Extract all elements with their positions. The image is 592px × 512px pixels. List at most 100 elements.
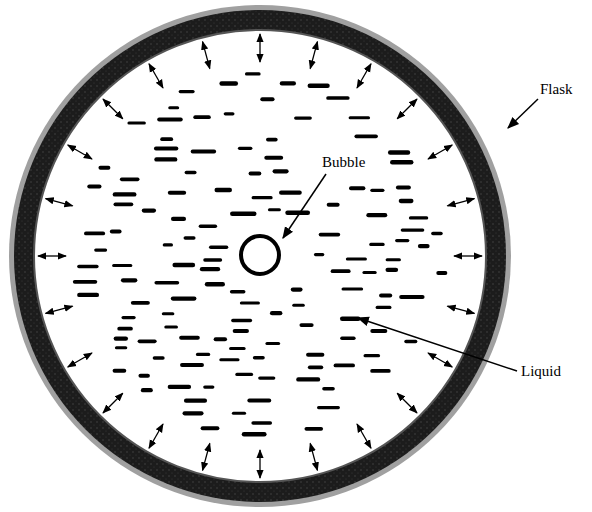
liquid-dash — [328, 96, 348, 100]
pressure-arrow — [357, 64, 371, 88]
liquid-dash — [333, 269, 349, 273]
liquid-dash — [116, 336, 126, 340]
liquid-dash — [116, 346, 125, 349]
pressure-arrows — [38, 34, 482, 478]
liquid-dash — [222, 81, 236, 85]
liquid-dash — [186, 399, 205, 403]
liquid-dash — [156, 281, 177, 285]
liquid-dash — [185, 236, 193, 240]
liquid-dash — [96, 249, 106, 252]
liquid-dash — [115, 202, 131, 206]
liquid-dash — [181, 336, 198, 340]
liquid-dash — [329, 203, 338, 207]
liquid-dash — [356, 134, 376, 138]
liquid-dash — [144, 208, 154, 212]
pressure-arrow — [149, 64, 163, 88]
liquid-dash — [156, 157, 175, 161]
flask-wall — [14, 10, 506, 502]
liquid-dash — [244, 432, 264, 436]
pressure-arrow — [447, 306, 474, 313]
liquid-dash — [388, 268, 396, 272]
liquid-dash — [269, 208, 279, 211]
liquid-dash — [139, 339, 154, 343]
liquid-dash — [281, 191, 300, 195]
liquid-region — [34, 30, 486, 482]
liquid-dash — [342, 336, 354, 340]
pressure-arrow — [397, 393, 417, 413]
flask-rim — [9, 5, 511, 507]
liquid-dash — [293, 287, 301, 291]
liquid-dash — [232, 212, 254, 216]
pressure-arrow — [68, 353, 92, 367]
liquid-dash — [350, 116, 368, 119]
pressure-arrow — [38, 255, 66, 256]
liquid-dash — [200, 224, 215, 228]
liquid-dash — [75, 280, 96, 284]
liquid-dash — [233, 412, 244, 415]
liquid-dash — [203, 426, 218, 430]
liquid-dash — [411, 216, 427, 219]
liquid-dash — [193, 150, 215, 154]
pressure-arrow — [454, 255, 482, 256]
liquid-dash — [310, 84, 328, 88]
pressure-arrow — [203, 42, 210, 69]
liquid-dashes — [75, 74, 446, 434]
pressure-arrow — [428, 145, 452, 159]
liquid-dash — [368, 213, 385, 217]
pressure-arrow — [103, 99, 123, 119]
liquid-dash — [260, 376, 274, 379]
liquid-dash — [253, 421, 270, 425]
liquid-dash — [240, 147, 251, 150]
liquid-dash — [377, 306, 390, 309]
liquid-dash — [401, 199, 411, 203]
liquid-dash — [162, 137, 171, 141]
liquid-dash — [347, 257, 365, 260]
liquid-dash — [112, 229, 120, 233]
liquid-dash — [251, 171, 260, 175]
liquid-dash — [397, 239, 408, 242]
liquid-dash — [225, 112, 232, 115]
bubble-circle — [241, 236, 279, 274]
liquid-dash — [133, 301, 148, 305]
liquid-dash — [235, 329, 247, 333]
leader-line — [358, 318, 517, 371]
pressure-arrow — [310, 443, 317, 470]
liquid-dash — [154, 356, 163, 359]
liquid-dash — [114, 264, 131, 267]
liquid-dash — [372, 189, 383, 192]
liquid-dash — [186, 171, 194, 175]
pressure-arrow — [259, 34, 260, 62]
liquid-dash — [86, 231, 103, 235]
liquid-dash — [159, 118, 181, 122]
liquid-dash — [315, 253, 322, 256]
liquid-dash — [163, 312, 172, 315]
liquid-dash — [79, 293, 97, 297]
part-label: Liquid — [521, 362, 561, 380]
liquid-dash — [390, 150, 408, 154]
liquid-dash — [115, 192, 134, 196]
liquid-dash — [268, 138, 276, 142]
liquid-dash — [100, 166, 108, 170]
liquid-dash — [173, 296, 194, 300]
liquid-dash — [267, 342, 279, 345]
liquid-dash — [180, 90, 193, 93]
leader-line — [283, 174, 326, 238]
liquid-dash — [433, 232, 441, 236]
liquid-dash — [364, 271, 375, 274]
liquid-dash — [387, 258, 399, 261]
liquid-dash — [164, 243, 171, 246]
liquid-dash — [298, 377, 318, 381]
liquid-dash — [372, 329, 385, 333]
liquid-dash — [79, 265, 97, 269]
liquid-dash — [262, 97, 272, 101]
liquid-dash — [296, 116, 311, 119]
liquid-dash — [166, 325, 177, 328]
liquid-dash — [282, 81, 294, 85]
liquid-dash — [202, 267, 218, 271]
pressure-arrow — [428, 353, 452, 367]
liquid-dash — [115, 369, 125, 373]
pressure-arrow — [46, 199, 73, 206]
liquid-dash — [182, 363, 202, 367]
